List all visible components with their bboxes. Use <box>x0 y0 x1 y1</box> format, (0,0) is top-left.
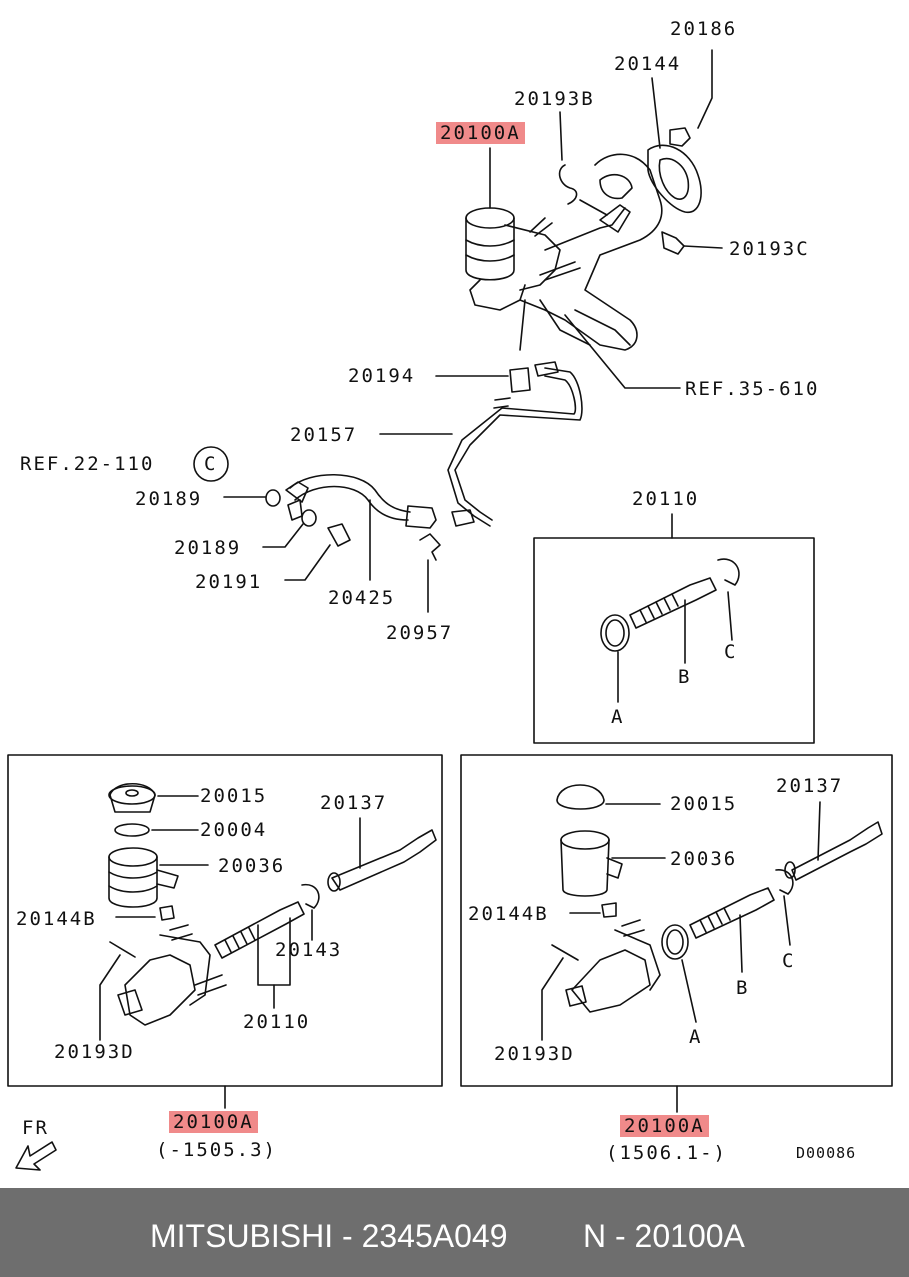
oring-20004-left <box>114 823 150 837</box>
bolt-20191 <box>327 523 351 547</box>
label-right-b: B <box>736 977 750 999</box>
washer-20189-a <box>265 489 281 507</box>
label-20186: 20186 <box>670 18 738 40</box>
label-left-20036: 20036 <box>218 855 286 877</box>
master-body-right <box>571 949 651 1013</box>
joint-20194 <box>509 367 531 393</box>
washer-20189-b <box>301 509 317 527</box>
footer-ref: N - 20100A <box>583 1218 745 1254</box>
footer-brand-part: MITSUBISHI - 2345A049 <box>150 1218 508 1254</box>
fr-arrow <box>15 1141 57 1171</box>
label-20189-a: 20189 <box>135 488 203 510</box>
label-left-20004: 20004 <box>200 819 268 841</box>
label-left-20015: 20015 <box>200 785 268 807</box>
footer-bar: MITSUBISHI - 2345A049 N - 20100A <box>0 1188 909 1277</box>
label-left-20144B: 20144B <box>16 908 97 930</box>
label-right-20144B: 20144B <box>468 903 549 925</box>
piston-B <box>629 577 717 629</box>
label-20191: 20191 <box>195 571 263 593</box>
pedal-bracket <box>519 153 663 351</box>
label-20144: 20144 <box>614 53 682 75</box>
label-left-range: (-1505.3) <box>156 1139 277 1161</box>
label-left-20193D: 20193D <box>54 1041 135 1063</box>
label-ref-22-110: REF.22-110 <box>20 453 155 475</box>
label-box-20110: 20110 <box>632 488 700 510</box>
pushrod-20137-left <box>331 829 437 891</box>
label-20157: 20157 <box>290 424 358 446</box>
circle-c <box>193 446 229 482</box>
label-left-part-20100A: 20100A <box>169 1111 258 1133</box>
pushrod-20137-right <box>791 821 883 881</box>
label-20194: 20194 <box>348 365 416 387</box>
label-20957: 20957 <box>386 622 454 644</box>
label-circle-c: C <box>204 453 216 475</box>
label-right-20137: 20137 <box>776 775 844 797</box>
gasket-20144 <box>647 144 702 213</box>
box-20110 <box>533 537 815 744</box>
pipe-20157 <box>454 367 583 521</box>
label-fr: FR <box>22 1117 49 1139</box>
ring-A <box>600 614 630 652</box>
clip-20193B <box>558 164 578 205</box>
label-right-20036: 20036 <box>670 848 738 870</box>
label-ref-35-610: REF.35-610 <box>685 378 820 400</box>
label-box-c: C <box>724 641 738 663</box>
label-left-20143: 20143 <box>275 939 343 961</box>
clip-C <box>717 558 740 586</box>
master-body-left <box>124 954 196 1026</box>
hose-20425 <box>289 473 411 513</box>
label-right-c: C <box>782 950 796 972</box>
label-20100A-top: 20100A <box>436 122 525 144</box>
bushing-20193C <box>661 231 685 255</box>
label-diagram-code: D00086 <box>796 1144 857 1162</box>
label-box-a: A <box>611 706 625 728</box>
label-20189-b: 20189 <box>174 537 242 559</box>
label-right-range: (1506.1-) <box>606 1142 727 1164</box>
clip-20957 <box>419 533 441 561</box>
label-box-b: B <box>678 666 692 688</box>
label-right-a: A <box>689 1026 703 1048</box>
parts-diagram <box>7 49 893 1171</box>
label-left-20137: 20137 <box>320 792 388 814</box>
bolt-20186 <box>669 127 691 147</box>
cap-20015-right <box>556 784 605 810</box>
label-right-part-20100A: 20100A <box>620 1115 709 1137</box>
label-20425: 20425 <box>328 587 396 609</box>
label-20193C: 20193C <box>729 238 810 260</box>
label-20193B: 20193B <box>514 88 595 110</box>
label-left-20110: 20110 <box>243 1011 311 1033</box>
label-right-20015: 20015 <box>670 793 738 815</box>
label-right-20193D: 20193D <box>494 1043 575 1065</box>
